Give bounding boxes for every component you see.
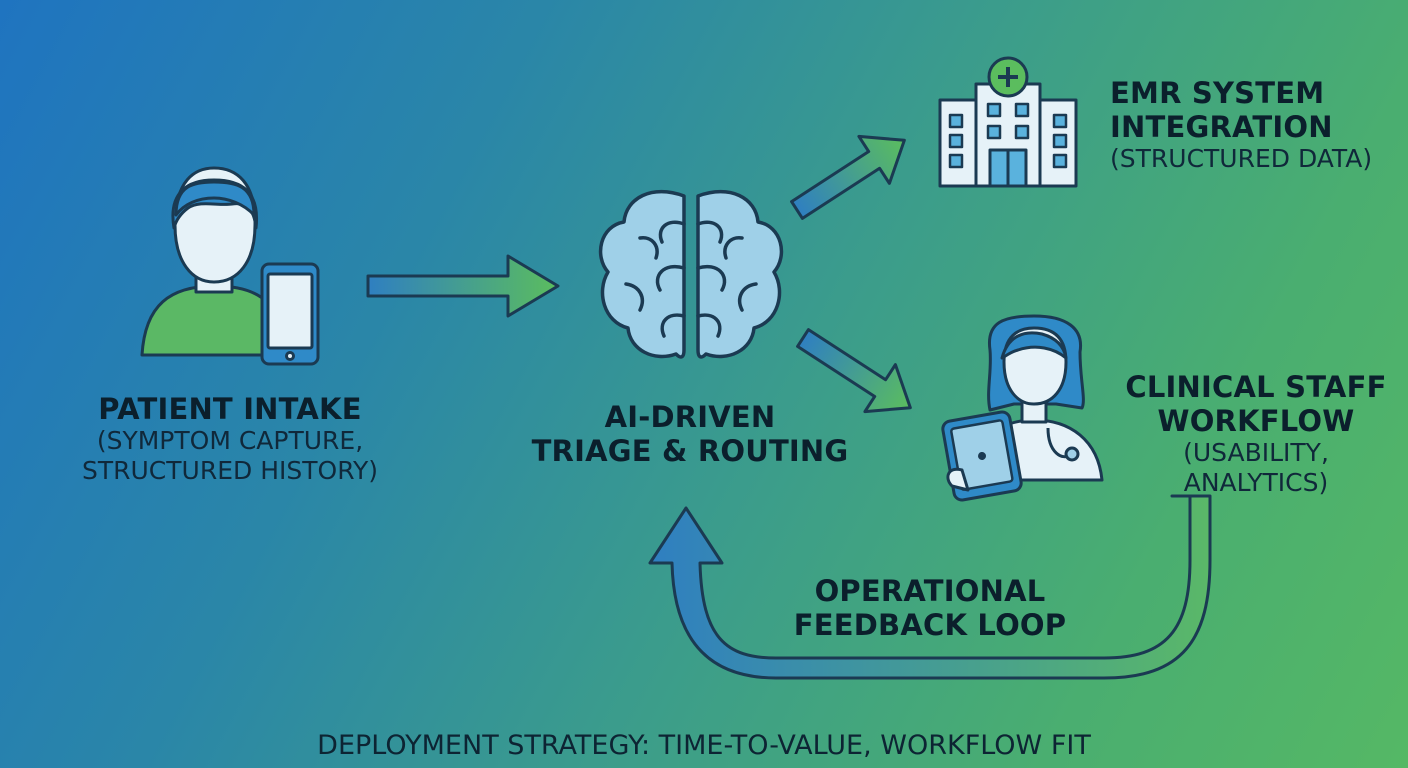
staff-sub: (USABILITY, ANALYTICS) xyxy=(1183,438,1329,497)
patient-intake-sub-1: (SYMPTOM CAPTURE, xyxy=(96,426,364,456)
staff-title-2: WORKFLOW xyxy=(1157,404,1355,439)
emr-sub: (STRUCTURED DATA) xyxy=(1110,144,1373,174)
emr-title-1: EMR SYSTEM xyxy=(1110,76,1325,110)
arrow-patient-to-ai xyxy=(366,254,560,318)
ai-triage-label: AI-DRIVEN TRIAGE & ROUTING xyxy=(520,400,860,468)
patient-phone-icon xyxy=(140,166,320,366)
hospital-icon xyxy=(938,56,1078,188)
arrow-ai-to-staff xyxy=(796,328,912,414)
staff-title-1: CLINICAL STAFF xyxy=(1125,370,1387,404)
deployment-strategy-footer: DEPLOYMENT STRATEGY: TIME-TO-VALUE, WORK… xyxy=(317,730,1091,761)
feedback-line-2: FEEDBACK LOOP xyxy=(793,608,1067,643)
emr-integration-label: EMR SYSTEM INTEGRATION (STRUCTURED DATA) xyxy=(1110,76,1400,174)
feedback-line-1: OPERATIONAL xyxy=(814,574,1046,608)
patient-intake-label: PATIENT INTAKE (SYMPTOM CAPTURE, STRUCTU… xyxy=(50,392,410,485)
patient-intake-sub-2: STRUCTURED HISTORY) xyxy=(82,455,378,485)
clinical-staff-label: CLINICAL STAFF WORKFLOW (USABILITY, ANAL… xyxy=(1108,370,1404,497)
brain-icon xyxy=(598,190,784,359)
ai-triage-title-1: AI-DRIVEN xyxy=(604,400,776,434)
emr-title-2: INTEGRATION xyxy=(1110,110,1333,145)
feedback-loop-label: OPERATIONAL FEEDBACK LOOP xyxy=(770,574,1090,642)
patient-intake-title: PATIENT INTAKE xyxy=(98,392,362,426)
feedback-loop-arrow xyxy=(648,494,1212,680)
clinician-tablet-icon xyxy=(941,314,1104,502)
ai-triage-title-2: TRIAGE & ROUTING xyxy=(531,434,849,469)
arrow-ai-to-emr xyxy=(790,134,906,220)
